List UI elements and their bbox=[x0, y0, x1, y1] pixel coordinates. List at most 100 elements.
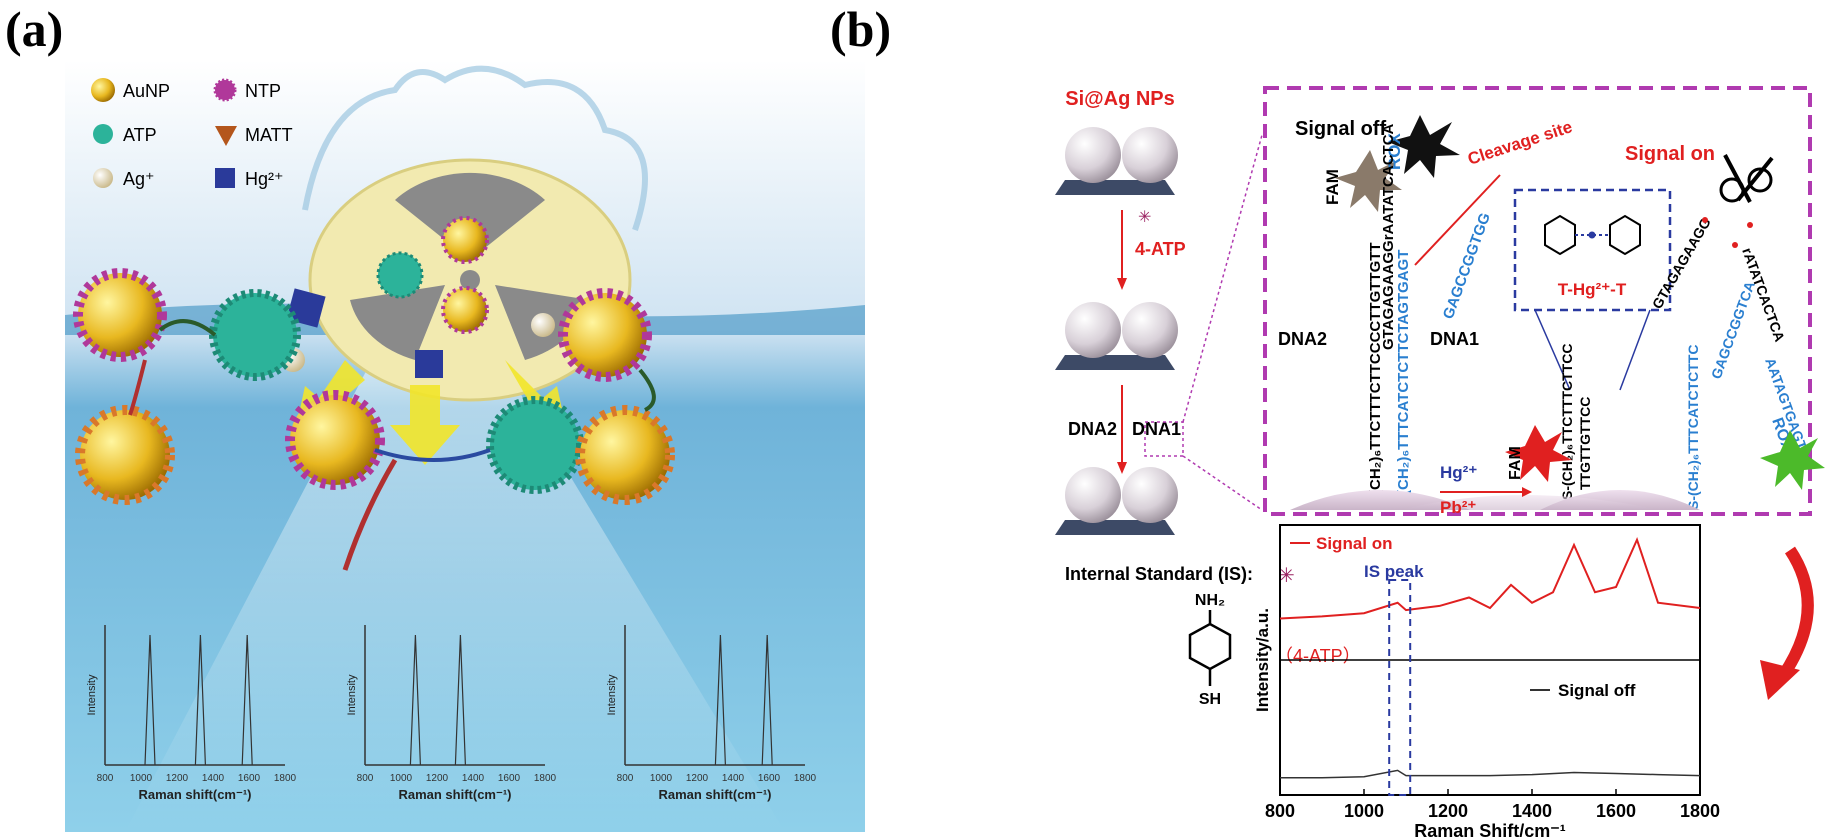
spectrum-a-2-peak-1 bbox=[409, 634, 421, 766]
rox-label: ROX bbox=[1385, 133, 1404, 171]
spectrum-a-1-tick-1200: 1200 bbox=[166, 773, 189, 784]
legend-aunp: AuNP bbox=[123, 81, 170, 101]
spectrum-a-3-tick-1600: 1600 bbox=[758, 773, 781, 784]
right-dna1-sequence: S-(CH₂)₆TTTCATCTCTTC bbox=[1685, 345, 1701, 511]
curved-arrow bbox=[1775, 546, 1814, 684]
light-beams bbox=[125, 335, 785, 832]
svg-text:✳: ✳ bbox=[1138, 209, 1151, 226]
legend-ag: Ag⁺ bbox=[123, 169, 155, 189]
spectrum-tick-1800: 1800 bbox=[1680, 801, 1720, 821]
spectrum-tick-1000: 1000 bbox=[1344, 801, 1384, 821]
spectrum-a-2-tick-1600: 1600 bbox=[498, 773, 521, 784]
spectrum-a-2-tick-1400: 1400 bbox=[462, 773, 485, 784]
spectrum-ylabel: Intensity/a.u. bbox=[1253, 608, 1272, 712]
dna1-sequence: S-(CH₂)₆TTTCATCTCTTCTAGTGAGT bbox=[1395, 250, 1412, 510]
legend-atp: ATP bbox=[123, 125, 157, 145]
fam-active-icon bbox=[1505, 425, 1572, 482]
dna1-step-label: DNA1 bbox=[1132, 419, 1181, 439]
spectrum-a-3-peak-2 bbox=[761, 634, 773, 766]
nh2-label: NH₂ bbox=[1195, 592, 1225, 609]
spectrum-a-1-ylabel: Intensity bbox=[86, 674, 98, 715]
spectrum-a-1-tick-1800: 1800 bbox=[274, 773, 297, 784]
spectrum-a-1-tick-1000: 1000 bbox=[130, 773, 153, 784]
legend-panel-a: AuNP NTP ATP MATT Ag⁺ Hg²⁺ bbox=[91, 78, 293, 189]
signal-off-label: Signal off bbox=[1295, 118, 1386, 140]
np-assembly-right bbox=[558, 288, 675, 505]
panel-a-label: (a) bbox=[5, 1, 64, 57]
atp-step-label: 4-ATP bbox=[1135, 239, 1186, 259]
spectrum-a-2-tick-1200: 1200 bbox=[426, 773, 449, 784]
fam-quenched-icon bbox=[1335, 150, 1402, 212]
4-atp-structure bbox=[1188, 610, 1232, 686]
np-stack-2 bbox=[1055, 302, 1178, 370]
hg-cube-2 bbox=[415, 350, 443, 378]
spectrum-a-3-ylabel: Intensity bbox=[606, 674, 618, 715]
spectrum-a-1-peak-1 bbox=[144, 634, 156, 766]
signal-on-series bbox=[1279, 536, 1701, 620]
spectrum-a-1-peak-3 bbox=[241, 634, 253, 766]
ag-icon bbox=[93, 168, 113, 188]
hairpin-t-sequence: TTGTTGTTCC bbox=[1577, 397, 1593, 490]
is-peak-label: IS peak bbox=[1364, 562, 1424, 581]
fam-active-label: FAM bbox=[1507, 446, 1524, 480]
dna2-step-label: DNA2 bbox=[1068, 419, 1117, 439]
matt-icon bbox=[215, 126, 237, 146]
rox-quenched-icon bbox=[1388, 115, 1460, 178]
spectrum-a-2-tick-1000: 1000 bbox=[390, 773, 413, 784]
pb-label: Pb²⁺ bbox=[1440, 498, 1476, 517]
atp-name-label: （4-ATP） bbox=[1275, 646, 1361, 666]
cleavage-site-label: Cleavage site bbox=[1465, 117, 1574, 169]
rox-active-icon bbox=[1760, 430, 1825, 490]
hairpin-dna2-sequence: S-(CH₂)₆TTCTTTCTTCC bbox=[1559, 344, 1575, 500]
spectrum-a-1-xlabel: Raman shift(cm⁻¹) bbox=[138, 787, 251, 802]
legend-off-label: Signal off bbox=[1558, 681, 1636, 700]
spectrum-tick-1600: 1600 bbox=[1596, 801, 1636, 821]
fam-label: FAM bbox=[1323, 169, 1342, 205]
spectrum-a-3-tick-1800: 1800 bbox=[794, 773, 817, 784]
spectrum-a-2-tick-800: 800 bbox=[357, 773, 374, 784]
legend-on-label: Signal on bbox=[1316, 534, 1393, 553]
spectrum-a-1-peak-2 bbox=[194, 634, 206, 766]
spectrum-tick-1400: 1400 bbox=[1512, 801, 1552, 821]
is-marker-icon: ✳ bbox=[1278, 565, 1295, 587]
spectrum-a-1-tick-1400: 1400 bbox=[202, 773, 225, 784]
signal-on-label: Signal on bbox=[1625, 143, 1715, 165]
surface-3 bbox=[1400, 495, 1660, 510]
dna1-label: DNA1 bbox=[1430, 329, 1479, 349]
hg-label: Hg²⁺ bbox=[1440, 463, 1477, 482]
loop-sequence: GAGCCGGTGG bbox=[1440, 211, 1494, 322]
panel-b-label: (b) bbox=[830, 1, 892, 57]
substrate-sequence: GTAGAGAAGGrAATATCACTCA bbox=[1380, 123, 1397, 350]
spectrum-a-3-tick-1000: 1000 bbox=[650, 773, 673, 784]
spectrum-tick-1200: 1200 bbox=[1428, 801, 1468, 821]
np-stack-3 bbox=[1055, 421, 1184, 535]
right-loop-sequence: GAGCCGGTCA bbox=[1708, 279, 1758, 381]
cleavage-pointer bbox=[1414, 174, 1501, 266]
spectrum-tick-800: 800 bbox=[1265, 801, 1295, 821]
t-hg-t-label: T-Hg²⁺-T bbox=[1558, 280, 1627, 299]
panel-a-illustration: AuNP NTP ATP MATT Ag⁺ Hg²⁺ bbox=[65, 60, 865, 832]
hg-cube-1 bbox=[286, 288, 326, 328]
np-assembly-middle bbox=[285, 390, 584, 571]
spectrum-xlabel: Raman Shift/cm⁻¹ bbox=[1414, 821, 1566, 837]
si-ag-nps-label: Si@Ag NPs bbox=[1065, 88, 1175, 110]
spectrum-a-3-peak-1 bbox=[714, 634, 726, 766]
hg-icon bbox=[215, 168, 235, 188]
water-splash bbox=[302, 65, 648, 231]
thymine-structures bbox=[1544, 214, 1641, 256]
spectrum-a-3-xlabel: Raman shift(cm⁻¹) bbox=[658, 787, 771, 802]
legend-ntp: NTP bbox=[245, 81, 281, 101]
legend-hg: Hg²⁺ bbox=[245, 169, 284, 189]
ntp-icon bbox=[213, 78, 237, 102]
panel-b-diagram: Si@Ag NPs ✳ 4-ATP DNA2 DNA1 Signal off S… bbox=[1055, 86, 1825, 837]
dna2-label: DNA2 bbox=[1278, 329, 1327, 349]
np-stack-1 bbox=[1055, 127, 1178, 195]
spectrum-a-1-tick-800: 800 bbox=[97, 773, 114, 784]
legend-matt: MATT bbox=[245, 125, 293, 145]
sh-label: SH bbox=[1199, 691, 1221, 708]
reaction-box bbox=[1263, 86, 1812, 516]
spectrum-a-3-tick-800: 800 bbox=[617, 773, 634, 784]
signal-off-series bbox=[1280, 769, 1701, 779]
spectrum-a-2-peak-2 bbox=[454, 634, 466, 766]
spectrum-a-1-tick-1600: 1600 bbox=[238, 773, 261, 784]
